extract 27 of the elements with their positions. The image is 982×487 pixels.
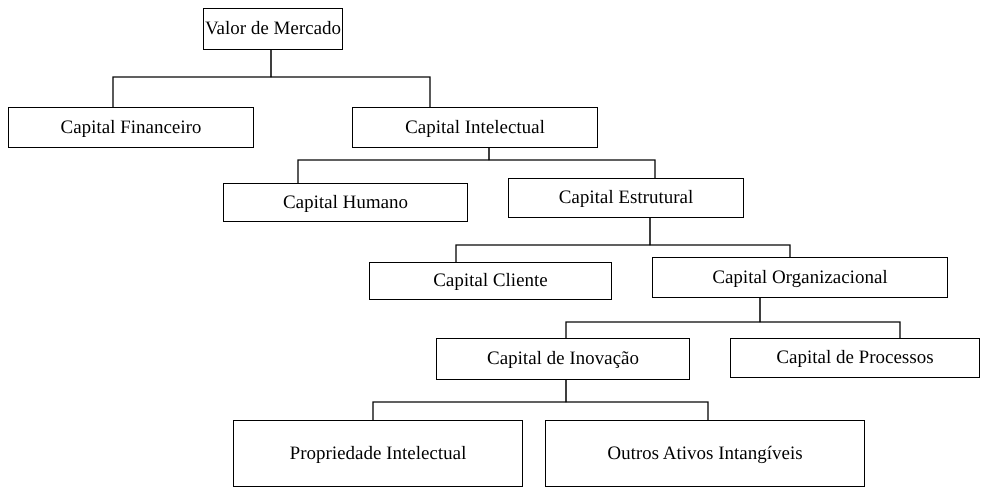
hierarchy-box xyxy=(203,8,343,50)
box-label: Valor de Mercado xyxy=(204,17,342,41)
hierarchy-box xyxy=(8,107,254,148)
box-label: Capital de Processos xyxy=(776,346,934,370)
hierarchy-box xyxy=(369,262,612,300)
hierarchy-box xyxy=(508,178,744,218)
hierarchy-box xyxy=(436,338,690,380)
connector-line xyxy=(565,380,709,420)
hierarchy-box xyxy=(730,338,980,378)
box-label: Capital de Inovação xyxy=(487,347,639,371)
box-label: Propriedade Intelectual xyxy=(290,442,466,466)
hierarchy-box xyxy=(352,107,598,148)
connector-line xyxy=(759,298,901,338)
box-label: Capital Estrutural xyxy=(558,186,694,210)
box-label: Capital Organizacional xyxy=(712,266,888,290)
box-label: Capital Humano xyxy=(282,190,408,214)
hierarchy-box xyxy=(545,420,865,487)
connector-line xyxy=(649,218,791,257)
hierarchy-box xyxy=(223,183,468,222)
connector-line xyxy=(270,50,431,107)
hierarchy-box xyxy=(652,257,948,298)
box-label: Capital Intelectual xyxy=(405,116,545,140)
box-label: Outros Ativos Intangíveis xyxy=(607,442,803,466)
hierarchy-box xyxy=(233,420,523,487)
connector-line xyxy=(488,148,656,178)
box-label: Capital Financeiro xyxy=(60,116,202,140)
box-label: Capital Cliente xyxy=(433,269,548,293)
